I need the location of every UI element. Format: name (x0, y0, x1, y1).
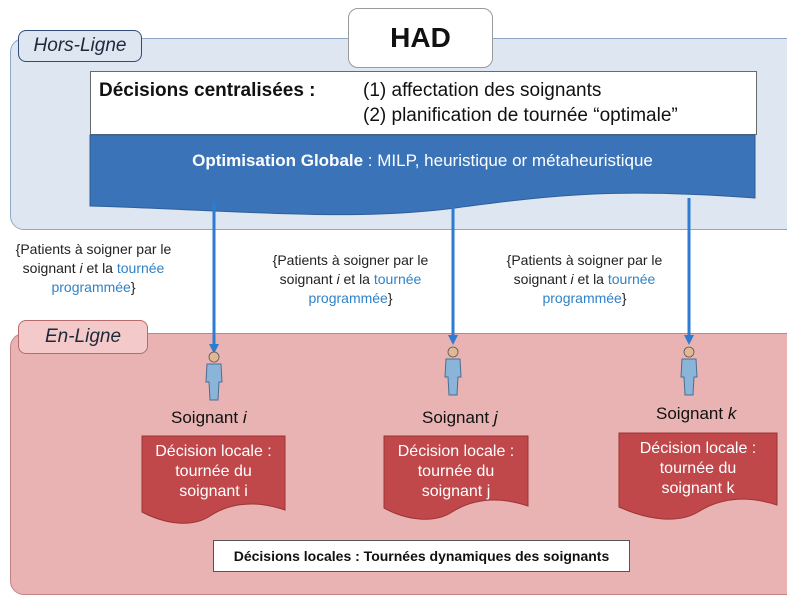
central-decisions-title: Décisions centralisées : (99, 80, 316, 101)
note-line: {Patients à soigner par le (15, 241, 172, 257)
person-icon (205, 351, 223, 401)
note-line: programmée} (51, 279, 136, 295)
note-line: soignant i et la tournée (279, 271, 422, 287)
global-optimisation-title: Optimisation Globale (192, 151, 364, 170)
global-optimisation-banner (89, 134, 756, 216)
soignant-j-label: Soignant j (422, 408, 498, 427)
local-decision-doc-k (618, 432, 778, 520)
global-optimisation-methods: : MILP, heuristique or métaheuristique (363, 151, 653, 170)
offline-label: Hors-Ligne (18, 30, 142, 62)
soignant-i-label: Soignant i (171, 408, 247, 427)
soignant-k-label: Soignant k (656, 404, 737, 423)
patients-note-3: {Patients à soigner par le soignant i et… (487, 251, 682, 308)
diagram-shapes (89, 134, 778, 524)
note-line: {Patients à soigner par le (272, 252, 429, 268)
patients-note-1: {Patients à soigner par le soignant i et… (6, 240, 181, 297)
online-label: En-Ligne (18, 320, 148, 354)
note-line: programmée} (542, 290, 627, 306)
note-line: programmée} (308, 290, 393, 306)
patients-note-2: {Patients à soigner par le soignant i et… (253, 251, 448, 308)
note-line: soignant i et la tournée (22, 260, 165, 276)
global-optimisation-text: Optimisation Globale : MILP, heuristique… (90, 151, 755, 171)
person-icon (444, 346, 462, 396)
central-decision-2: (2) planification de tournée “optimale” (363, 105, 678, 126)
note-line: soignant i et la tournée (513, 271, 656, 287)
local-decisions-box: Décisions locales : Tournées dynamiques … (213, 540, 630, 572)
local-decision-doc-j (383, 435, 529, 520)
local-decision-doc-i (141, 435, 286, 524)
note-line: {Patients à soigner par le (506, 252, 663, 268)
central-decision-1: (1) affectation des soignants (363, 80, 602, 101)
person-icon (680, 346, 698, 396)
had-title: HAD (348, 8, 493, 68)
central-decisions-box: Décisions centralisées : (1) affectation… (90, 71, 757, 135)
